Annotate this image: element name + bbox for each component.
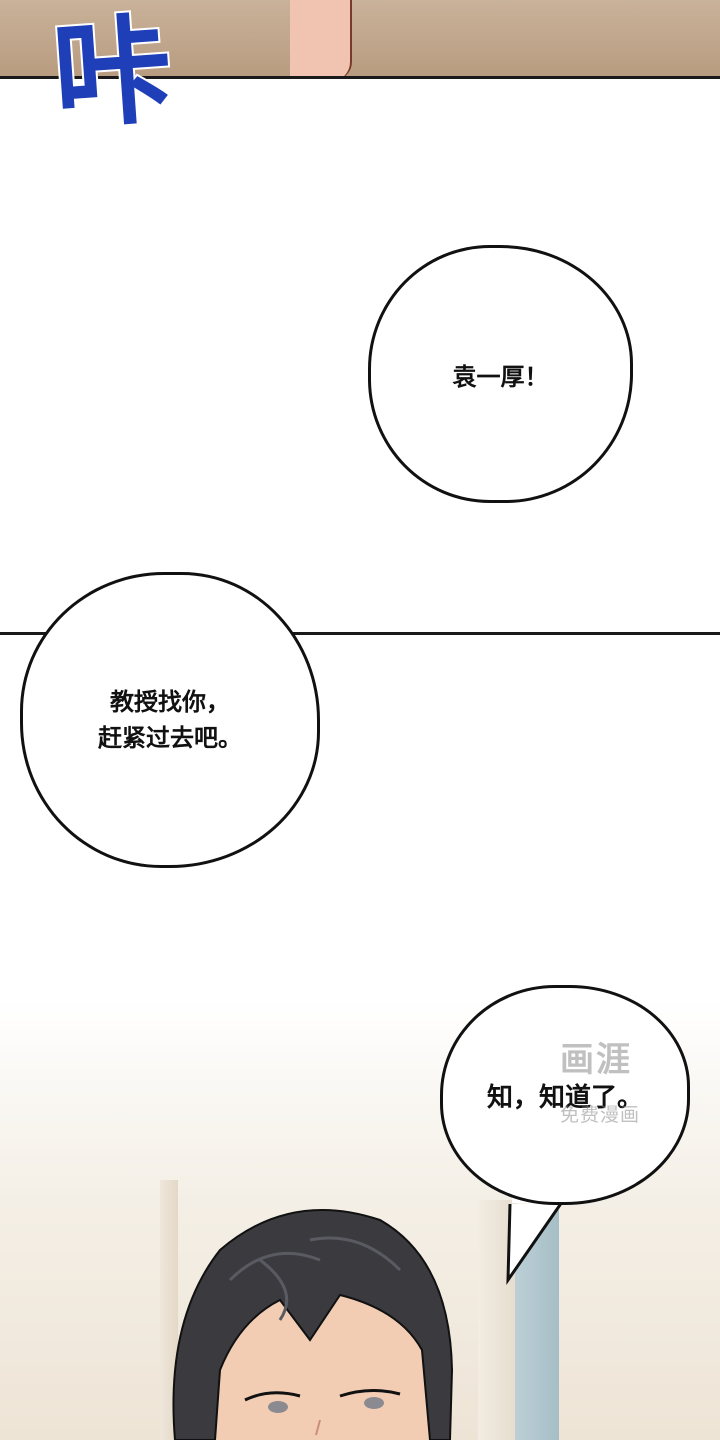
speech-text: 袁一厚！ (452, 362, 549, 391)
wall-pillar (160, 1180, 178, 1440)
speech-bubble: 袁一厚！ (368, 245, 633, 503)
watermark-brand: 画涯 (560, 1040, 632, 1080)
speech-bubble: 教授找你， 赶紧过去吧。 (20, 572, 320, 868)
sound-effect: 咔 (48, 0, 178, 148)
speech-text: 知，知道了。 (486, 1082, 643, 1113)
speech-bubble-tail (506, 1197, 564, 1285)
sound-effect-text: 咔 (49, 0, 176, 146)
watermark-tagline: 免费漫画 (560, 1104, 641, 1126)
panel-divider (0, 632, 720, 635)
top-panel (0, 0, 720, 79)
speech-bubble: 知，知道了。 (440, 985, 690, 1205)
speech-text: 教授找你， (110, 688, 230, 716)
character-arm (290, 0, 352, 76)
watermark: 画涯 免费漫画 (560, 1040, 680, 1140)
character-head (172, 1209, 454, 1440)
speech-text: 赶紧过去吧。 (98, 724, 242, 752)
